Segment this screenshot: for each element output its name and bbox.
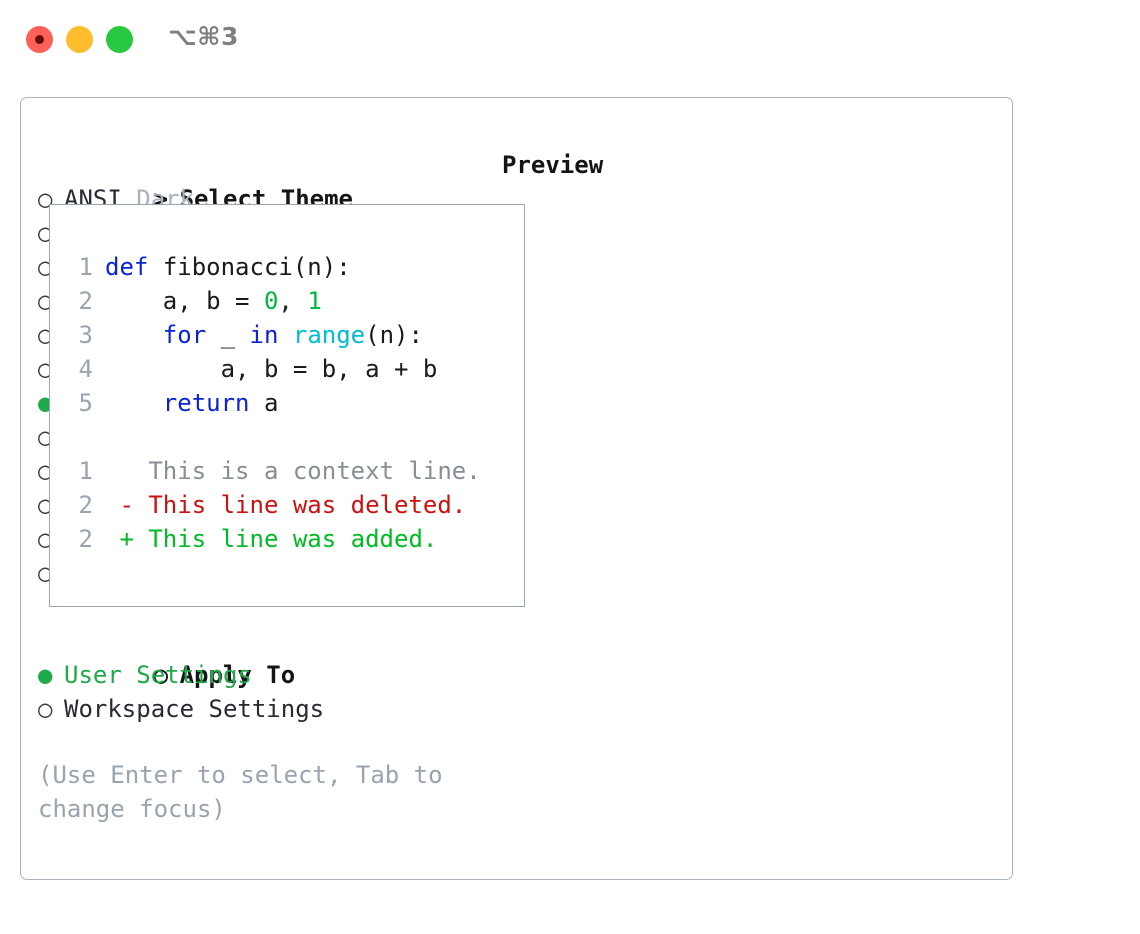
code-token: fibonacci(n):	[162, 253, 351, 281]
line-number: 2	[78, 491, 93, 519]
line-number: 5	[78, 389, 93, 417]
radio-unselected-icon[interactable]: ○	[38, 695, 53, 723]
code-token: range	[292, 321, 366, 349]
diff-marker	[105, 457, 134, 485]
preview-title: Preview	[502, 151, 604, 179]
code-token	[148, 253, 162, 281]
radio-unselected-icon[interactable]: ○	[38, 287, 53, 315]
diff-text: This is a context line.	[133, 457, 481, 485]
code-line: 1 def fibonacci(n):	[67, 250, 516, 284]
radio-unselected-icon[interactable]: ○	[38, 525, 53, 553]
diff-marker: +	[105, 525, 134, 553]
radio-unselected-icon[interactable]: ○	[38, 423, 53, 451]
code-token: return	[162, 389, 250, 417]
radio-unselected-icon[interactable]: ○	[38, 219, 53, 247]
code-token: _	[206, 321, 250, 349]
code-line: 5 return a	[67, 386, 516, 420]
apply-to-option[interactable]: ● User Settings	[38, 658, 498, 692]
main-panel: >Select Theme ○ANSI Dark○Atom One Dark○A…	[20, 97, 1013, 880]
code-token: def	[105, 253, 149, 281]
radio-unselected-icon[interactable]: ○	[38, 559, 53, 587]
radio-selected-icon[interactable]: ●	[38, 389, 53, 417]
line-number: 4	[78, 355, 93, 383]
code-token: a, b =	[105, 287, 264, 315]
close-window-button[interactable]	[26, 26, 53, 53]
diff-text: This line was added.	[133, 525, 438, 553]
apply-to-title: Apply To	[179, 661, 296, 689]
radio-unselected-icon[interactable]: ○	[38, 185, 53, 213]
apply-to-label: Workspace Settings	[64, 695, 325, 723]
code-token	[105, 389, 163, 417]
diff-text: This line was deleted.	[133, 491, 467, 519]
help-text: (Use Enter to select, Tab to change focu…	[38, 761, 458, 823]
radio-unselected-icon[interactable]: ○	[38, 253, 53, 281]
line-number: 1	[78, 253, 93, 281]
code-token	[278, 321, 292, 349]
radio-unselected-icon[interactable]: ○	[38, 321, 53, 349]
radio-unselected-icon[interactable]: ○	[38, 457, 53, 485]
code-token: 1	[307, 287, 322, 315]
radio-unselected-icon[interactable]: ○	[38, 491, 53, 519]
keyboard-shortcut-label: ⌥⌘3	[168, 22, 239, 51]
title-bar: ⌥⌘3	[0, 0, 1140, 78]
maximize-window-button[interactable]	[106, 26, 133, 53]
radio-unselected-icon[interactable]: ○	[38, 355, 53, 383]
code-token: in	[249, 321, 279, 349]
diff-lines: 1 This is a context line.2 - This line w…	[67, 454, 516, 556]
minimize-window-button[interactable]	[66, 26, 93, 53]
code-token: 0	[263, 287, 279, 315]
line-number: 2	[78, 525, 93, 553]
code-token	[105, 321, 163, 349]
diff-line: 2 - This line was deleted.	[67, 488, 516, 522]
apply-to-option[interactable]: ○ Workspace Settings	[38, 692, 498, 726]
apply-to-label: User Settings	[64, 661, 252, 689]
line-number: 3	[78, 321, 93, 349]
theme-picker-header: >Select Theme	[38, 148, 498, 213]
code-token: ,	[278, 287, 308, 315]
code-token: a	[249, 389, 279, 417]
preview-column: Preview	[502, 148, 1002, 182]
diff-line: 2 + This line was added.	[67, 522, 516, 556]
apply-to-list: ●User Settings○Workspace Settings	[38, 658, 498, 726]
apply-to-header: ○ Apply To	[38, 624, 498, 689]
diff-spacer	[67, 420, 516, 454]
diff-marker: -	[105, 491, 134, 519]
apply-header-spacer: ○	[153, 661, 169, 689]
code-line: 3 for _ in range(n):	[67, 318, 516, 352]
code-line: 4 a, b = b, a + b	[67, 352, 516, 386]
line-number: 1	[78, 457, 93, 485]
diff-line: 1 This is a context line.	[67, 454, 516, 488]
radio-selected-icon[interactable]: ●	[38, 661, 53, 689]
code-token: a, b = b, a + b	[105, 355, 438, 383]
code-token: (n):	[365, 321, 423, 349]
code-line: 2 a, b = 0, 1	[67, 284, 516, 318]
code-token: for	[162, 321, 207, 349]
line-number: 2	[78, 287, 93, 315]
